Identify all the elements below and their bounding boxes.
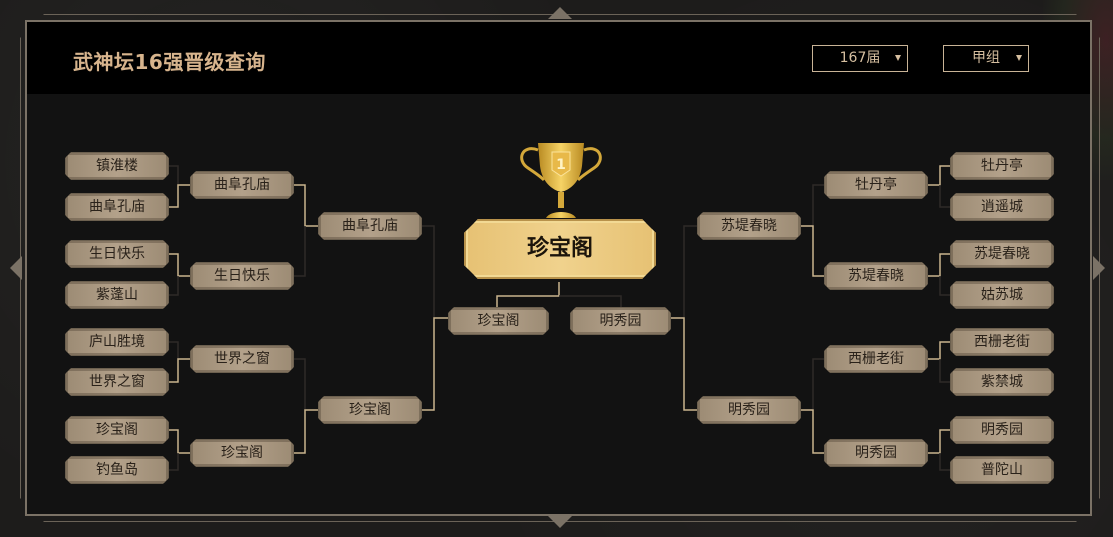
team-left-sf-2[interactable]: 珍宝阁: [318, 396, 422, 424]
team-right-sf-1[interactable]: 苏堤春晓: [697, 212, 801, 240]
team-right-r16-2[interactable]: 逍遥城: [950, 193, 1054, 221]
team-right-r16-4[interactable]: 姑苏城: [950, 281, 1054, 309]
team-right-qf-3[interactable]: 西栅老街: [824, 345, 928, 373]
frame-notch-top-icon: [548, 7, 572, 19]
group-select-value: 甲组: [972, 50, 1000, 66]
team-left-r16-7[interactable]: 珍宝阁: [65, 416, 169, 444]
season-select[interactable]: 167届: [812, 45, 908, 72]
team-right-r16-7[interactable]: 明秀园: [950, 416, 1054, 444]
team-left-qf-2[interactable]: 生日快乐: [190, 262, 294, 290]
frame-arrow-right-icon: [1093, 256, 1105, 280]
team-left-r16-4[interactable]: 紫蓬山: [65, 281, 169, 309]
team-right-sf-2[interactable]: 明秀园: [697, 396, 801, 424]
team-left-r16-3[interactable]: 生日快乐: [65, 240, 169, 268]
team-right-r16-8[interactable]: 普陀山: [950, 456, 1054, 484]
team-left-sf-1[interactable]: 曲阜孔庙: [318, 212, 422, 240]
champion-box: 珍宝阁: [464, 219, 656, 279]
team-right-qf-2[interactable]: 苏堤春晓: [824, 262, 928, 290]
chevron-down-icon: [1016, 55, 1022, 61]
team-left-r16-6[interactable]: 世界之窗: [65, 368, 169, 396]
svg-text:1: 1: [556, 157, 566, 173]
season-select-value: 167届: [839, 50, 881, 66]
frame-arrow-left-icon: [10, 256, 22, 280]
trophy-icon: 1: [520, 143, 602, 218]
team-right-r16-1[interactable]: 牡丹亭: [950, 152, 1054, 180]
team-right-final[interactable]: 明秀园: [570, 307, 671, 335]
team-left-final[interactable]: 珍宝阁: [448, 307, 549, 335]
team-left-qf-4[interactable]: 珍宝阁: [190, 439, 294, 467]
team-left-r16-1[interactable]: 镇淮楼: [65, 152, 169, 180]
team-left-r16-5[interactable]: 庐山胜境: [65, 328, 169, 356]
team-right-r16-6[interactable]: 紫禁城: [950, 368, 1054, 396]
page-title: 武神坛16强晋级查询: [73, 50, 266, 74]
panel-header: 武神坛16强晋级查询 167届 甲组: [27, 22, 1090, 94]
group-select[interactable]: 甲组: [943, 45, 1029, 72]
chevron-down-icon: [895, 55, 901, 61]
team-left-r16-2[interactable]: 曲阜孔庙: [65, 193, 169, 221]
team-right-r16-3[interactable]: 苏堤春晓: [950, 240, 1054, 268]
team-right-qf-1[interactable]: 牡丹亭: [824, 171, 928, 199]
team-left-qf-1[interactable]: 曲阜孔庙: [190, 171, 294, 199]
team-right-r16-5[interactable]: 西栅老街: [950, 328, 1054, 356]
team-left-r16-8[interactable]: 钓鱼岛: [65, 456, 169, 484]
team-right-qf-4[interactable]: 明秀园: [824, 439, 928, 467]
frame-notch-bottom-icon: [548, 516, 572, 528]
team-left-qf-3[interactable]: 世界之窗: [190, 345, 294, 373]
